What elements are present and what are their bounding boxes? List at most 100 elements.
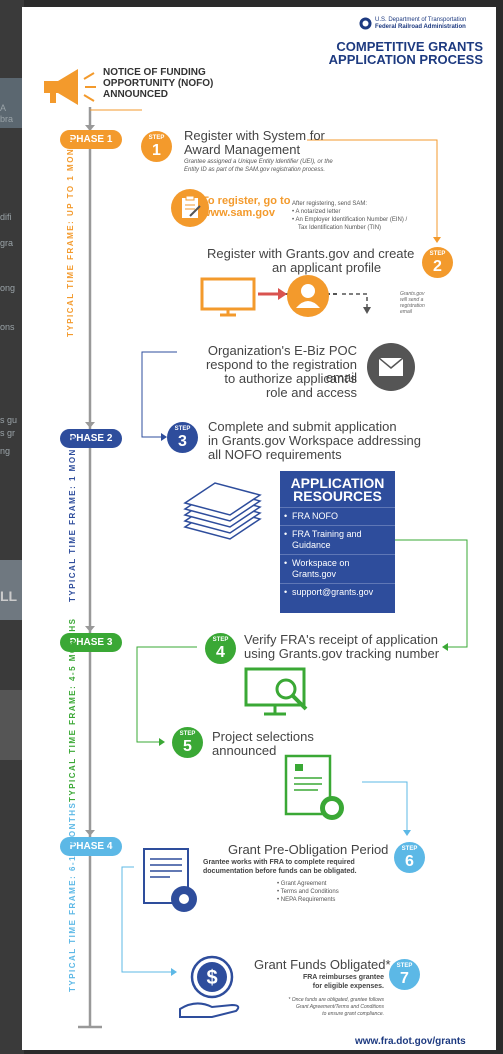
background-window-edge xyxy=(0,0,24,1054)
phase-2-timeframe: TYPICAL TIME FRAME: 1 MONTH xyxy=(68,434,77,602)
background-text: ons xyxy=(0,322,15,332)
phase-4-timeframe: TYPICAL TIME FRAME: 6-15 MONTHS xyxy=(68,801,77,992)
megaphone xyxy=(40,65,100,114)
step-7-note-line-3: to ensure grant compliance. xyxy=(322,1011,384,1017)
step-1-title-line-1: Register with System for xyxy=(184,128,325,143)
step-7-sub-line-1: FRA reimburses grantee xyxy=(302,974,384,981)
megaphone-icon xyxy=(44,69,96,105)
sam-clipboard xyxy=(170,188,210,233)
step-1-note-line-1: Grantee assigned a Unique Entity Identif… xyxy=(184,159,333,165)
step-4-title-line-2: using Grants.gov tracking number xyxy=(244,646,440,661)
step-3-title-line-2: in Grants.gov Workspace addressing xyxy=(208,433,421,448)
step-5-title-line-1: Project selections xyxy=(212,729,314,744)
flow-connectors xyxy=(78,107,468,1029)
step-1-title-line-2: Award Management xyxy=(184,142,301,157)
computer-monitor-icon xyxy=(200,277,256,317)
nofo-line-3: ANNOUNCED xyxy=(103,89,168,100)
computer-graphic xyxy=(200,277,260,324)
step-4-title-line-1: Verify FRA's receipt of application xyxy=(244,632,438,647)
step-2-title-line-2: an applicant profile xyxy=(272,260,382,275)
clipboard-pencil-icon xyxy=(171,189,209,227)
step-6-sub-line-1: Grantee works with FRA to complete requi… xyxy=(203,859,355,866)
phase-3-timeframe: TYPICAL TIME FRAME: 4-5 MONTHS xyxy=(68,617,77,802)
background-text: s gr xyxy=(0,428,16,438)
funds-graphic: $ xyxy=(172,947,252,1032)
phase-1-timeframe: TYPICAL TIME FRAME: UP TO 1 MONTH xyxy=(66,134,75,337)
background-text: s gu xyxy=(0,415,18,425)
sam-after-title: After registering, send SAM: xyxy=(292,201,368,207)
user-profile-icon xyxy=(287,275,329,317)
verify-graphic xyxy=(244,667,324,727)
step-2-title-line-1: Register with Grants.gov and create xyxy=(207,246,415,261)
nofo-line-1: NOTICE OF FUNDING xyxy=(103,67,206,78)
infographic-poster: U.S. Department of Transportation Federa… xyxy=(22,7,496,1050)
obligation-doc-graphic xyxy=(138,847,200,922)
resource-item[interactable]: FRA Training and Guidance xyxy=(280,525,395,554)
step-7-sub-line-2: for eligible expenses. xyxy=(312,983,384,990)
step-6-bullet: • Terms and Conditions xyxy=(277,889,339,895)
background-text: ong xyxy=(0,283,16,293)
ebiz-line-4: role and access xyxy=(265,385,357,400)
step-3-title-line-1: Complete and submit application xyxy=(208,419,397,434)
resource-item[interactable]: support@grants.gov xyxy=(280,583,395,601)
step-5-title-line-2: announced xyxy=(212,743,277,758)
sam-link[interactable]: www.sam.gov xyxy=(202,207,275,219)
email-graphic xyxy=(366,342,416,397)
phase-2-badge: PHASE 2 xyxy=(60,429,122,448)
monitor-magnifier-icon xyxy=(244,667,308,716)
background-text: LL xyxy=(0,588,18,604)
sam-after-item: • An Employer Identification Number (EIN… xyxy=(292,217,408,223)
certificate-award-icon xyxy=(284,754,344,820)
arrow-graphic xyxy=(258,286,288,307)
step-6-bullet: • NEPA Requirements xyxy=(277,897,336,903)
footer-url[interactable]: www.fra.dot.gov/grants xyxy=(355,1036,466,1047)
dot-logo xyxy=(359,17,372,35)
step-6-bullet: • Grant Agreement xyxy=(277,881,327,887)
certificate-graphic xyxy=(278,752,353,832)
background-panel xyxy=(0,78,22,128)
step-3-title-line-3: all NOFO requirements xyxy=(208,447,342,462)
dot-line-2: Federal Railroad Administration xyxy=(375,24,466,30)
page-title-line-1: COMPETITIVE GRANTS xyxy=(336,39,483,54)
dot-seal-icon xyxy=(359,17,372,30)
background-text: A xyxy=(0,103,7,113)
envelope-icon xyxy=(367,343,415,391)
document-gear-icon xyxy=(143,848,197,912)
documents-stack xyxy=(180,477,265,562)
dollar-hand-icon: $ xyxy=(179,955,240,1018)
dot-line-1: U.S. Department of Transportation xyxy=(375,17,467,23)
background-text: gra xyxy=(0,238,14,248)
background-text: bra xyxy=(0,114,14,124)
step-7-note-line-1: * Once funds are obligated, grantee foll… xyxy=(288,997,384,1003)
profile-graphic xyxy=(286,274,330,323)
sam-after-item: Tax Identification Number (TIN) xyxy=(298,225,382,231)
phase-3-badge: PHASE 3 xyxy=(60,633,122,652)
svg-text:$: $ xyxy=(206,967,217,989)
phase-4-badge: PHASE 4 xyxy=(60,837,122,856)
step-6-title: Grant Pre-Obligation Period xyxy=(228,842,389,857)
resources-list: FRA NOFO FRA Training and Guidance Works… xyxy=(280,507,395,601)
resource-item[interactable]: Workspace on Grants.gov xyxy=(280,554,395,583)
phase-1-badge: PHASE 1 xyxy=(60,130,122,149)
nofo-line-2: OPPORTUNITY (NOFO) xyxy=(103,78,214,89)
background-text: ng xyxy=(0,446,11,456)
background-panel xyxy=(0,560,22,620)
step-7-note-line-2: Grant Agreement/Terms and Conditions xyxy=(295,1004,384,1010)
sam-line-1: To register, go to xyxy=(202,195,291,207)
step-6-sub-line-2: documentation before funds can be obliga… xyxy=(203,868,357,875)
ebiz-line-1: Organization's E-Biz POC xyxy=(207,343,357,358)
arrow-right-icon xyxy=(258,288,287,300)
ebiz-line-3: to authorize applicant's xyxy=(224,371,357,386)
resource-item[interactable]: FRA NOFO xyxy=(280,507,395,525)
page-title-line-2: APPLICATION PROCESS xyxy=(328,52,483,67)
